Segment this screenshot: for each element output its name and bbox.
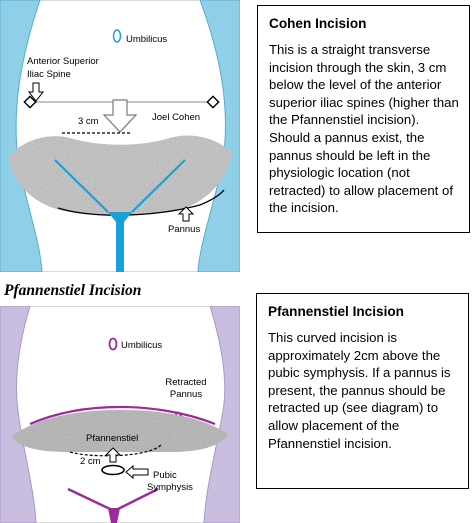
cohen-author-label: Joel Cohen [152, 112, 200, 123]
asis-arrow-icon [27, 82, 45, 102]
cohen-distance-label: 3 cm [78, 116, 99, 127]
pfann-umbilicus-label: Umbilicus [121, 340, 162, 351]
pfann-right-flank [203, 306, 240, 523]
pfann-box-title: Pfannenstiel Incision [268, 304, 404, 319]
cohen-pannus-arrow-icon [177, 206, 195, 222]
cohen-pannus-label: Pannus [168, 224, 200, 235]
cohen-urethra [108, 212, 132, 272]
asis-left-marker [23, 95, 37, 109]
pubic-symphysis-label-line2: Symphysis [147, 482, 193, 493]
pubic-symphysis-arrow-icon [125, 464, 149, 480]
pfannenstiel-diagram: Umbilicus Retracted Pannus Pfannenstiel … [0, 306, 240, 523]
pfann-distance-label: 2 cm [80, 456, 101, 467]
cohen-pannus-underline [57, 189, 225, 216]
pfann-incision-label: Pfannenstiel [86, 433, 138, 444]
cohen-umbilicus-label: Umbilicus [126, 34, 167, 45]
retracted-pannus-texture [12, 410, 228, 452]
cohen-umbilicus-icon [112, 29, 122, 43]
retracted-pannus-label-line2: Pannus [170, 389, 202, 400]
pfann-retracted-outline [29, 405, 216, 426]
pfann-umbilicus-icon [108, 337, 118, 351]
pfann-distance-arrow-icon [104, 447, 122, 463]
cohen-down-arrow-icon [102, 99, 138, 133]
cohen-box-body: This is a straight transverse incision t… [269, 42, 459, 216]
pfann-inguinal-lines [67, 487, 159, 511]
cohen-diagram: Umbilicus Anterior Superior Iliac Spine … [0, 0, 240, 272]
pubic-symphysis-marker [101, 464, 125, 476]
pfann-incision-line [69, 443, 163, 457]
pfann-box-body: This curved incision is approximately 2c… [268, 330, 451, 451]
cohen-box-title: Cohen Incision [269, 16, 367, 31]
cohen-inguinal-lines [54, 159, 186, 213]
retracted-pannus-label-line1: Retracted [165, 377, 206, 388]
pubic-symphysis-label-line1: Pubic [153, 470, 177, 481]
cohen-pannus-texture [8, 135, 232, 216]
pfann-left-flank [0, 306, 37, 523]
asis-label-line2: Iliac Spine [27, 69, 71, 80]
asis-label-line1: Anterior Superior [27, 56, 99, 67]
pfannenstiel-heading: Pfannenstiel Incision [4, 282, 142, 299]
cohen-description-box: Cohen Incision This is a straight transv… [257, 5, 470, 233]
pfannenstiel-description-box: Pfannenstiel Incision This curved incisi… [256, 293, 469, 489]
pfann-urethra [108, 508, 120, 523]
asis-right-marker [206, 95, 220, 109]
